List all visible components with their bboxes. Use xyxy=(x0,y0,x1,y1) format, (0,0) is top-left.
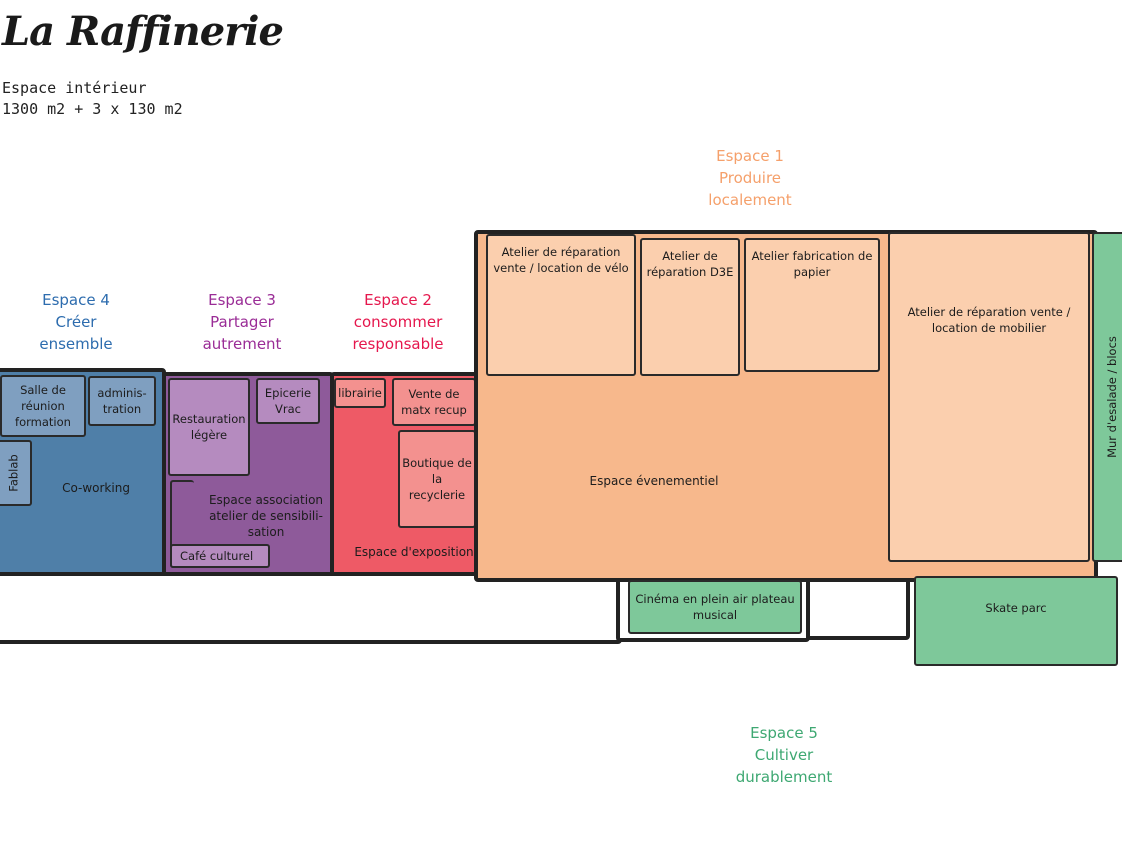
room-atelier-velo: Atelier de réparation vente / location d… xyxy=(486,234,636,376)
room-coworking: Co-working xyxy=(62,481,130,495)
subtitle-line-2: 1300 m2 + 3 x 130 m2 xyxy=(2,100,183,118)
heading-espace-1-line-3: localement xyxy=(708,191,792,209)
room-atelier-d3e: Atelier de réparation D3E xyxy=(640,238,740,376)
heading-espace-2-line-3: responsable xyxy=(352,335,444,353)
heading-espace-3-line-2: Partager xyxy=(210,313,274,331)
room-evenementiel: Espace évenementiel xyxy=(589,474,719,488)
room-vente-matx: Vente de matx recup xyxy=(392,378,476,426)
heading-espace-2-line-2: consommer xyxy=(353,313,443,331)
heading-espace-4-line-2: Créer xyxy=(55,313,97,331)
room-librairie: librairie xyxy=(334,378,386,408)
room-fablab: Fablab xyxy=(0,440,32,506)
heading-espace-4-line-3: ensemble xyxy=(39,335,113,353)
room-restauration: Restauration légère xyxy=(168,378,250,476)
heading-espace-1-line-2: Produire xyxy=(718,169,782,187)
room-cafe: Café culturel xyxy=(170,544,270,568)
room-association: Espace association atelier de sensibili-… xyxy=(208,493,324,539)
room-boutique: Boutique de la recyclerie xyxy=(398,430,476,528)
heading-espace-5-line-3: durablement xyxy=(735,768,833,786)
room-salle-reunion: Salle de réunion formation xyxy=(0,375,86,437)
room-fablab-label: Fablab xyxy=(7,454,22,492)
subtitle-line-1: Espace intérieur xyxy=(2,79,147,97)
heading-espace-1: Espace 1 Produire localement xyxy=(690,145,810,211)
room-escalade-label: Mur d'esalade / blocs xyxy=(1105,336,1120,458)
room-atelier-papier: Atelier fabrication de papier xyxy=(744,238,880,372)
page-title: La Raffinerie xyxy=(2,8,284,55)
room-cafe-frame xyxy=(170,480,194,568)
heading-espace-1-line-1: Espace 1 xyxy=(716,147,784,165)
outdoor-strip xyxy=(0,572,622,644)
heading-espace-5-line-1: Espace 5 xyxy=(750,724,818,742)
heading-espace-5-line-2: Cultiver xyxy=(754,746,814,764)
room-cinema: Cinéma en plein air plateau musical xyxy=(628,580,802,634)
heading-espace-5: Espace 5 Cultiver durablement xyxy=(724,722,844,788)
room-administration: adminis- tration xyxy=(88,376,156,426)
room-atelier-mobilier: Atelier de réparation vente / location d… xyxy=(888,232,1090,562)
room-skate-parc: Skate parc xyxy=(914,576,1118,666)
heading-espace-3: Espace 3 Partager autrement xyxy=(182,289,302,355)
subtitle: Espace intérieur 1300 m2 + 3 x 130 m2 xyxy=(2,78,183,120)
room-epicerie: Epicerie Vrac xyxy=(256,378,320,424)
room-exposition: Espace d'exposition xyxy=(354,545,474,559)
heading-espace-4-line-1: Espace 4 xyxy=(42,291,110,309)
heading-espace-2-line-1: Espace 2 xyxy=(364,291,432,309)
heading-espace-4: Espace 4 Créer ensemble xyxy=(16,289,136,355)
heading-espace-3-line-3: autrement xyxy=(202,335,282,353)
heading-espace-3-line-1: Espace 3 xyxy=(208,291,276,309)
room-escalade: Mur d'esalade / blocs xyxy=(1092,232,1122,562)
heading-espace-2: Espace 2 consommer responsable xyxy=(338,289,458,355)
